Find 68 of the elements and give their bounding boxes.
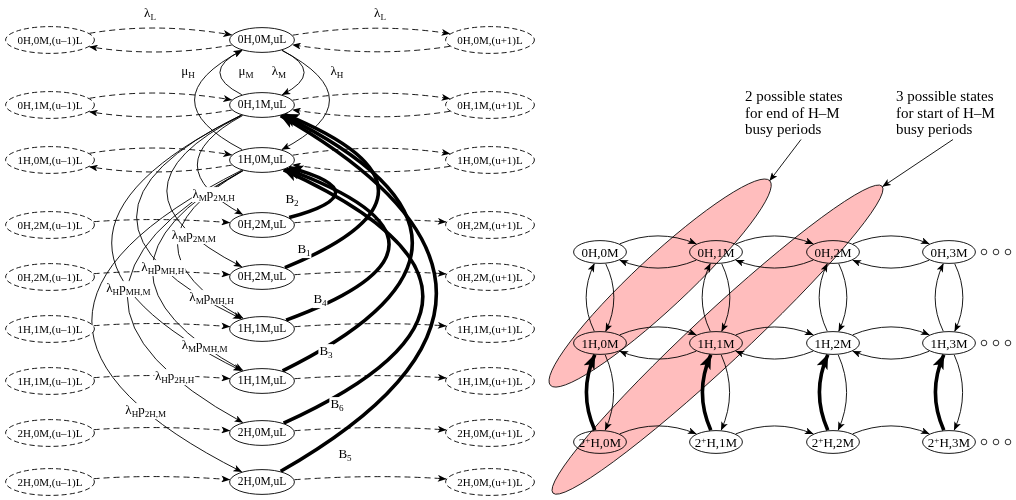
state-label: 1H,1M,(u+1)L [457, 323, 523, 335]
annotation-text: 3 possible states for start of H–M busy periods [896, 88, 1010, 138]
state-label: 0H,1M [697, 245, 735, 259]
state-label: 1H,0M [581, 336, 619, 350]
state-label: 0H,0M [581, 245, 619, 259]
thick-arrow [932, 354, 946, 431]
edge-label: λ$_{M}$p$_{MH,H}$ [188, 289, 235, 306]
edge-label: B$_{5}$ [337, 447, 353, 463]
state-label: 1H,2M [814, 336, 852, 350]
state-label: 1H,1M,(u–1)L [17, 323, 83, 335]
state-label: 0H,1M,uL [237, 99, 287, 111]
edge-label: λ$_{H}$p$_{MH,H}$ [140, 260, 186, 276]
state-label: 0H,0M,(u+1)L [457, 34, 523, 46]
edge-label: λ$_{M}$p$_{2M,H}$ [191, 186, 236, 203]
state-label: 0H,0M,(u–1)L [17, 34, 83, 46]
annotation-text: 2 possible states for end of H–M busy periods [745, 88, 857, 138]
edge-label: B$_{2}$ [284, 192, 300, 208]
edge-label: B$_{6}$ [329, 397, 345, 413]
state-label: 1H,1M,(u–1)L [17, 375, 83, 387]
state-label: 0H,2M,(u+1)L [457, 219, 523, 231]
state-label: 1H,1M [697, 336, 735, 350]
edge-label: λ$_{L}$ [373, 6, 387, 22]
edge-label: λ$_{M}$ [270, 64, 288, 80]
state-label: 1H,3M [930, 336, 968, 350]
state-label: 0H,2M,(u+1)L [457, 271, 523, 283]
thick-arrow [816, 354, 830, 431]
state-label: 1H,0M,(u+1)L [457, 154, 523, 166]
state-label: 2$^{+}$H,1M [694, 435, 738, 449]
edge-label: λ$_{M}$p$_{2M,M}$ [170, 228, 217, 245]
state-label: 2H,0M,(u+1)L [457, 476, 523, 488]
thick-arrow [284, 112, 380, 270]
thick-arrow [279, 114, 438, 473]
state-label: 2H,0M,uL [237, 427, 287, 439]
thick-arrow [288, 165, 337, 220]
state-label: 2$^{+}$H,2M [811, 435, 855, 449]
state-label: 1H,0M,uL [237, 154, 287, 166]
edge-label: B$_{4}$ [312, 292, 328, 308]
thick-arrow [281, 113, 414, 373]
state-label: 0H,2M,(u–1)L [17, 271, 83, 283]
state-label: 2H,0M,(u–1)L [17, 427, 83, 439]
edge-label: B$_{1}$ [296, 242, 312, 258]
state-label: 2H,0M,uL [237, 476, 287, 488]
edge-label: λ$_{H}$p$_{MH,M}$ [105, 281, 152, 297]
edge-label: λ$_{H}$p$_{2H,H}$ [153, 369, 196, 385]
edge-label: λ$_{L}$ [143, 6, 157, 22]
thick-arrow [583, 354, 597, 431]
state-label: 2$^{+}$H,3M [927, 435, 971, 449]
edge-label: λ$_{H}$ [329, 64, 345, 80]
state-label: 0H,2M,uL [237, 271, 287, 283]
state-label: 0H,1M,(u+1)L [457, 99, 523, 111]
state-label: 0H,1M,(u–1)L [17, 99, 83, 111]
state-label: 2H,0M,(u+1)L [457, 427, 523, 439]
state-label: 1H,0M,(u–1)L [17, 154, 83, 166]
state-label: 0H,2M [814, 245, 852, 259]
state-label: 1H,1M,(u+1)L [457, 375, 523, 387]
state-label: 0H,3M [930, 245, 968, 259]
thick-arrow [699, 354, 713, 431]
state-label: 2H,0M,(u–1)L [17, 476, 83, 488]
thick-arrow [285, 167, 391, 322]
thick-arrow [282, 168, 425, 425]
edge-label: λ$_{M}$p$_{MH,M}$ [180, 338, 229, 355]
state-label: 1H,1M,uL [237, 323, 287, 335]
state-label: 1H,1M,uL [237, 375, 287, 387]
edge-label: B$_{3}$ [318, 344, 334, 360]
state-label: 0H,2M,uL [237, 219, 287, 231]
state-label: 0H,0M,uL [237, 34, 287, 46]
edge-label: λ$_{H}$p$_{2H,M}$ [124, 403, 168, 420]
state-label: 0H,2M,(u–1)L [17, 219, 83, 231]
